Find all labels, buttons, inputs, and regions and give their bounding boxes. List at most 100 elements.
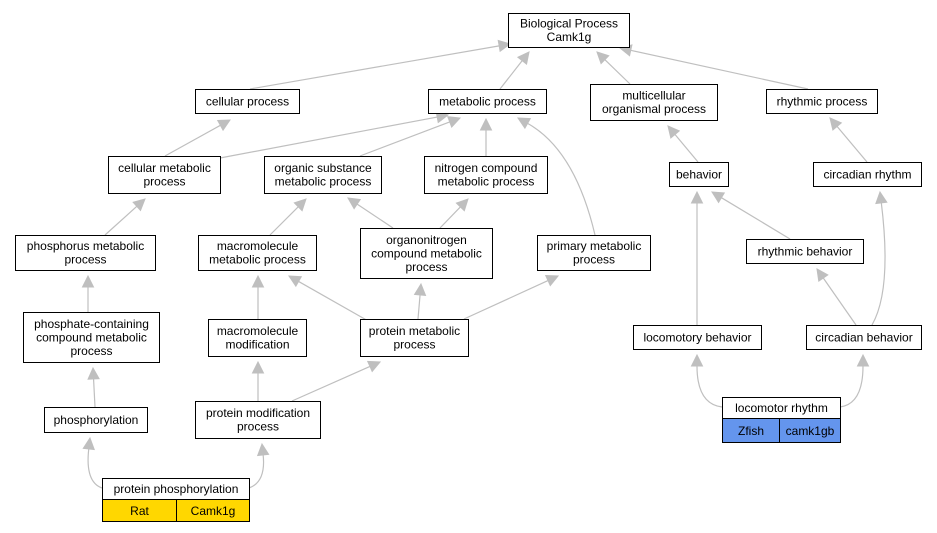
- node-box: [669, 162, 729, 187]
- edge-locomotor-rhythm-to-locomotory-behavior: [690, 353, 723, 408]
- edge-line: [721, 197, 791, 240]
- edge-macromolecule-metabolic-to-organic-substance: [269, 198, 307, 236]
- edge-line: [674, 134, 699, 163]
- node-protein-phosphorylation[interactable]: protein phosphorylation: [102, 478, 250, 500]
- arrowhead: [711, 191, 726, 204]
- node-circadian-rhythm[interactable]: circadian rhythm: [813, 162, 922, 187]
- node-locomotory-behavior[interactable]: locomotory behavior: [633, 325, 762, 350]
- node-label-line: protein modification: [206, 406, 310, 420]
- arrowhead: [82, 436, 95, 451]
- arrowhead: [517, 117, 532, 130]
- edge-phosphorus-metabolic-to-cellular-metabolic: [104, 198, 146, 236]
- node-box: [198, 235, 317, 271]
- edge-line: [87, 448, 103, 489]
- node-label-line: metabolic process: [438, 175, 535, 189]
- edge-line: [696, 365, 723, 408]
- node-label-line: organonitrogen: [386, 233, 467, 247]
- edge-circadian-behavior-to-rhythmic-behavior: [816, 268, 857, 326]
- node-box: [746, 239, 864, 264]
- arrowhead: [256, 442, 270, 457]
- node-label-line: process: [143, 175, 185, 189]
- arrowhead: [251, 360, 265, 374]
- node-label-line: process: [405, 260, 447, 274]
- edge-behavior-to-multicellular: [667, 125, 699, 163]
- node-label-line: cellular process: [206, 94, 289, 108]
- node-label-line: organic substance: [274, 161, 372, 175]
- node-locomotor-rhythm[interactable]: locomotor rhythm: [722, 397, 841, 419]
- edge-cellular-process-to-root: [249, 39, 512, 90]
- edge-phosphorylation-to-phosphate-containing: [87, 366, 100, 408]
- edge-protein-metabolic-to-organonitrogen: [413, 282, 427, 320]
- arrowhead: [596, 51, 610, 65]
- node-box: [195, 89, 300, 114]
- edge-cellular-metabolic-to-metabolic-process: [219, 110, 450, 159]
- edge-primary-metabolic-to-metabolic-process: [517, 117, 596, 236]
- node-behavior[interactable]: behavior: [669, 162, 729, 187]
- node-phosphorylation[interactable]: phosphorylation: [44, 407, 148, 433]
- node-label-line: metabolic process: [209, 253, 306, 267]
- arrowhead: [293, 198, 307, 212]
- edge-line: [439, 206, 461, 229]
- edge-line: [604, 59, 631, 85]
- node-box: [23, 312, 160, 363]
- node-box: [195, 401, 321, 439]
- node-box: [766, 89, 878, 114]
- node-circadian-behavior[interactable]: circadian behavior: [806, 325, 922, 350]
- node-label-line: process: [393, 338, 435, 352]
- edge-protein-modification-to-macromolecule-modification: [251, 360, 265, 401]
- arrowhead: [667, 125, 681, 139]
- edge-line: [248, 454, 265, 489]
- node-label-line: rhythmic process: [777, 94, 868, 108]
- arrowhead: [288, 275, 303, 288]
- gene-label: camk1gb: [786, 424, 835, 438]
- arrowhead: [251, 274, 265, 288]
- edge-line: [527, 122, 596, 236]
- node-box: [44, 407, 148, 433]
- edge-line: [463, 280, 549, 320]
- edge-line: [822, 277, 857, 326]
- node-rhythmic-behavior[interactable]: rhythmic behavior: [746, 239, 864, 264]
- edge-line: [219, 116, 438, 159]
- edge-rhythmic-process-to-root: [618, 44, 809, 90]
- edge-protein-metabolic-to-primary-metabolic: [463, 275, 560, 320]
- node-label-line: metabolic process: [275, 175, 372, 189]
- edge-line: [839, 365, 864, 408]
- arrowhead: [497, 39, 512, 53]
- node-box: [508, 13, 630, 48]
- gene-label: Camk1g: [191, 504, 236, 518]
- node-box: [208, 319, 307, 357]
- species-cell: [722, 418, 780, 443]
- node-label-line: metabolic process: [439, 94, 536, 108]
- edge-line: [871, 202, 886, 326]
- edge-line: [164, 124, 221, 157]
- arrowhead: [455, 198, 469, 212]
- node-label-line: circadian rhythm: [823, 167, 911, 181]
- node-box: [15, 235, 156, 271]
- edge-line: [269, 206, 299, 236]
- node-label-line: macromolecule: [217, 324, 299, 338]
- node-label-line: phosphate-containing: [34, 317, 149, 331]
- node-cellular-process[interactable]: cellular process: [195, 89, 300, 114]
- arrowhead: [690, 353, 704, 367]
- node-rhythmic-process[interactable]: rhythmic process: [766, 89, 878, 114]
- arrowhead: [81, 274, 95, 288]
- node-metabolic-process[interactable]: metabolic process: [428, 89, 547, 114]
- edge-line: [291, 365, 371, 402]
- node-label-line: protein phosphorylation: [114, 482, 239, 496]
